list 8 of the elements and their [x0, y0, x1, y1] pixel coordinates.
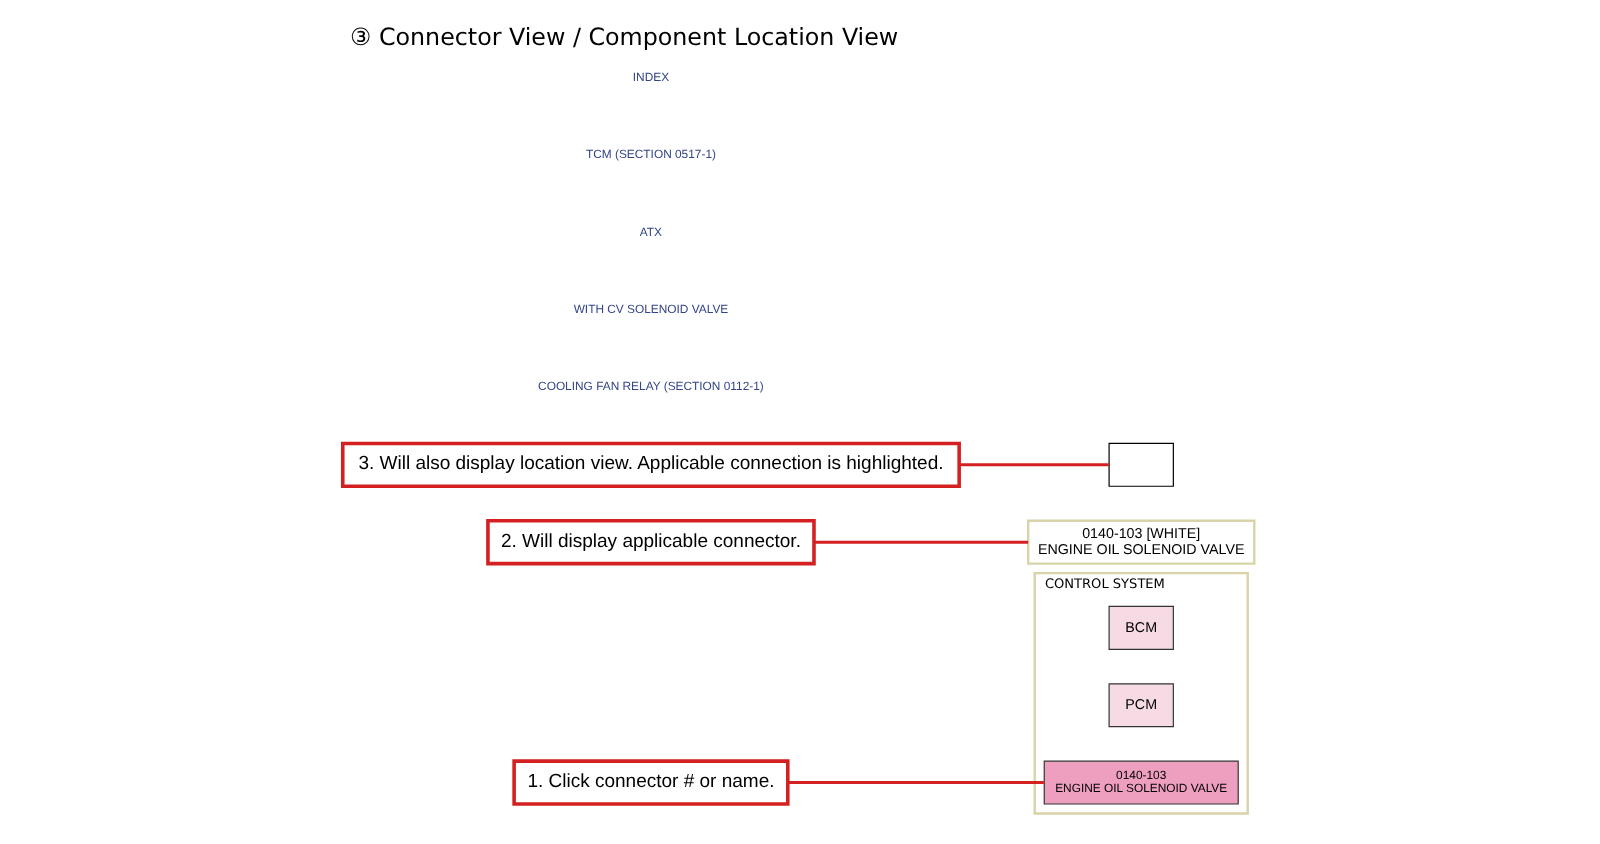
node-box: 1. Click connector # or name.: [512, 759, 790, 806]
connector: [814, 540, 1029, 544]
connector: [959, 463, 1109, 467]
connector: [788, 781, 1044, 785]
diagram-title: ③ Connector View / Component Location View: [350, 22, 899, 51]
node-box: 2. Will display applicable connector.: [486, 519, 816, 566]
node-box: [1108, 442, 1174, 487]
node-box: 3. Will also display location view. Applicable connection is highlighted.: [340, 441, 961, 489]
